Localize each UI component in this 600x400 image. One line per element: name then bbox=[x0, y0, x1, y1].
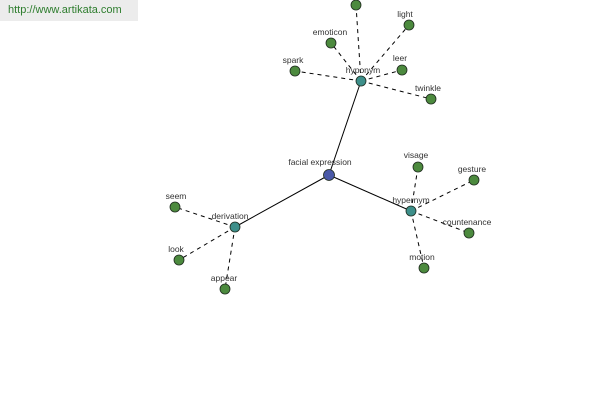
node-label-gesture: gesture bbox=[458, 164, 487, 174]
node-label-spark: spark bbox=[283, 55, 305, 65]
node-hypernym[interactable] bbox=[405, 205, 417, 217]
node-label-hypernym: hypernym bbox=[392, 195, 429, 205]
edge-center-hypernym bbox=[328, 174, 412, 212]
edge-derivation-seem bbox=[174, 206, 236, 228]
node-label-emoticon: emoticon bbox=[313, 27, 348, 37]
node-top[interactable] bbox=[350, 0, 362, 11]
node-spark[interactable] bbox=[289, 65, 301, 77]
node-appear[interactable] bbox=[219, 283, 231, 295]
label-layer: facial expression hyponym hypernym derivati… bbox=[166, 9, 492, 283]
node-gesture[interactable] bbox=[468, 174, 480, 186]
node-center[interactable] bbox=[323, 169, 335, 181]
node-layer bbox=[169, 0, 480, 295]
edge-hypernym-motion bbox=[410, 210, 425, 269]
node-label-look: look bbox=[168, 244, 184, 254]
node-label-motion: motion bbox=[409, 252, 435, 262]
node-motion[interactable] bbox=[418, 262, 430, 274]
node-label-appear: appear bbox=[211, 273, 238, 283]
edge-hyponym-leer bbox=[360, 69, 403, 82]
node-countenance[interactable] bbox=[463, 227, 475, 239]
node-label-visage: visage bbox=[404, 150, 429, 160]
watermark-url: http://www.artikata.com bbox=[0, 0, 138, 21]
edge-hyponym-spark bbox=[294, 70, 362, 82]
node-visage[interactable] bbox=[412, 161, 424, 173]
node-leer[interactable] bbox=[396, 64, 408, 76]
node-label-leer: leer bbox=[393, 53, 407, 63]
edge-derivation-look bbox=[178, 226, 236, 261]
node-label-seem: seem bbox=[166, 191, 187, 201]
node-look[interactable] bbox=[173, 254, 185, 266]
node-hyponym[interactable] bbox=[355, 75, 367, 87]
node-label-light: light bbox=[397, 9, 413, 19]
node-light[interactable] bbox=[403, 19, 415, 31]
node-twinkle[interactable] bbox=[425, 93, 437, 105]
node-label-countenance: countenance bbox=[443, 217, 492, 227]
edge-derivation-appear bbox=[224, 226, 236, 290]
node-seem[interactable] bbox=[169, 201, 181, 213]
node-emoticon[interactable] bbox=[325, 37, 337, 49]
node-derivation[interactable] bbox=[229, 221, 241, 233]
edge-hypernym-countenance bbox=[410, 210, 470, 234]
edge-hyponym-emoticon bbox=[330, 42, 362, 82]
edge-center-derivation bbox=[234, 174, 330, 228]
edge-layer bbox=[174, 4, 475, 290]
edge-center-hyponym bbox=[328, 80, 362, 176]
node-label-twinkle: twinkle bbox=[415, 83, 441, 93]
edge-hypernym-gesture bbox=[410, 179, 475, 212]
node-label-derivation: derivation bbox=[212, 211, 249, 221]
node-label-center: facial expression bbox=[288, 157, 352, 167]
node-label-hyponym: hyponym bbox=[346, 65, 381, 75]
